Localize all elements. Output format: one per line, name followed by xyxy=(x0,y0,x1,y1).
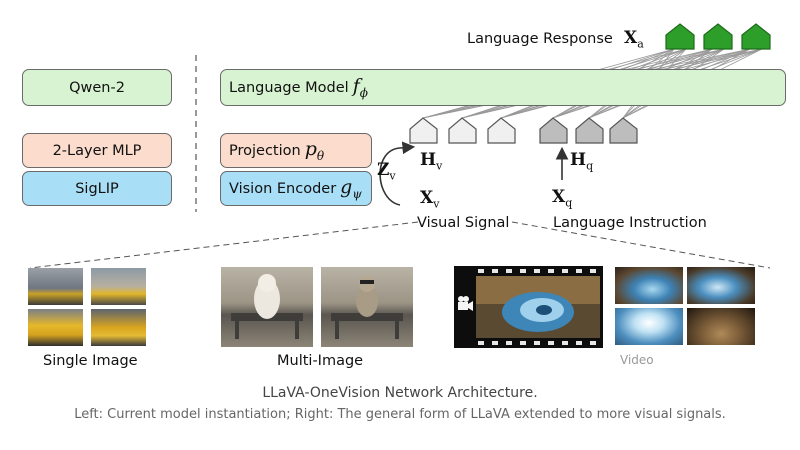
response-tokens xyxy=(665,23,771,50)
monkey-on-bench-picture xyxy=(331,276,403,339)
single-image-label: Single Image xyxy=(43,353,138,369)
signal-dash-left xyxy=(29,221,419,269)
vision-encoder-label: Vision Encoder xyxy=(229,180,337,197)
mlp-box: 2-Layer MLP xyxy=(22,133,172,168)
language-model-symbol: fϕ xyxy=(352,75,368,100)
instruction-token xyxy=(539,117,568,144)
instruction-token xyxy=(609,117,638,144)
language-model-box: Language Model fϕ xyxy=(220,69,786,106)
dog-on-bench-picture xyxy=(231,274,303,339)
visual-token xyxy=(409,117,438,144)
visual-tokens xyxy=(409,117,516,144)
qwen-box: Qwen-2 xyxy=(22,69,172,106)
qwen-label: Qwen-2 xyxy=(69,79,125,96)
response-token xyxy=(703,23,733,50)
mlp-label: 2-Layer MLP xyxy=(52,142,142,159)
projection-label: Projection xyxy=(229,142,301,159)
caption-title: LLaVA-OneVision Network Architecture. xyxy=(262,385,538,401)
video-frame xyxy=(687,267,755,304)
visual-token xyxy=(448,117,477,144)
vision-encoder-symbol: gψ xyxy=(340,176,362,201)
language-response-label: Language Response xyxy=(467,31,613,47)
video-film-strip xyxy=(454,266,603,348)
multi-image-label: Multi-Image xyxy=(277,353,364,369)
projection-symbol: pθ xyxy=(304,138,325,163)
instruction-tokens xyxy=(539,117,638,144)
language-instruction-label: Language Instruction xyxy=(553,215,707,231)
video-frame xyxy=(687,308,755,345)
caption-subtitle: Left: Current model instantiation; Right… xyxy=(74,407,726,422)
response-token xyxy=(741,23,771,50)
video-frame xyxy=(615,308,683,345)
xv-symbol: Xv xyxy=(420,188,440,211)
visual-signal-label: Visual Signal xyxy=(417,215,510,231)
video-label: Video xyxy=(620,353,654,367)
multi-image-dog xyxy=(221,267,313,347)
multi-image-monkey xyxy=(321,267,413,347)
single-image-tile xyxy=(28,309,83,346)
film-strip-picture xyxy=(454,266,603,348)
visual-token xyxy=(487,117,516,144)
xq-symbol: Xq xyxy=(552,187,573,210)
siglip-label: SigLIP xyxy=(75,180,119,197)
vision-encoder-box: Vision Encoder gψ xyxy=(220,171,372,206)
hq-symbol: Hq xyxy=(570,150,594,173)
zv-arrow xyxy=(379,141,416,206)
siglip-box: SigLIP xyxy=(22,171,172,206)
instruction-token xyxy=(575,117,604,144)
response-token xyxy=(665,23,695,50)
camera-icon xyxy=(458,296,473,311)
single-image-tile xyxy=(91,309,146,346)
single-image-tile xyxy=(91,268,146,305)
zv-symbol: Zv xyxy=(377,160,396,183)
video-frame xyxy=(615,267,683,304)
projection-box: Projection pθ xyxy=(220,133,372,168)
xa-symbol: Xa xyxy=(624,28,644,51)
signal-dash-right xyxy=(511,221,771,269)
language-model-label: Language Model xyxy=(229,79,349,96)
hv-symbol: Hv xyxy=(420,150,443,173)
single-image-tile xyxy=(28,268,83,305)
